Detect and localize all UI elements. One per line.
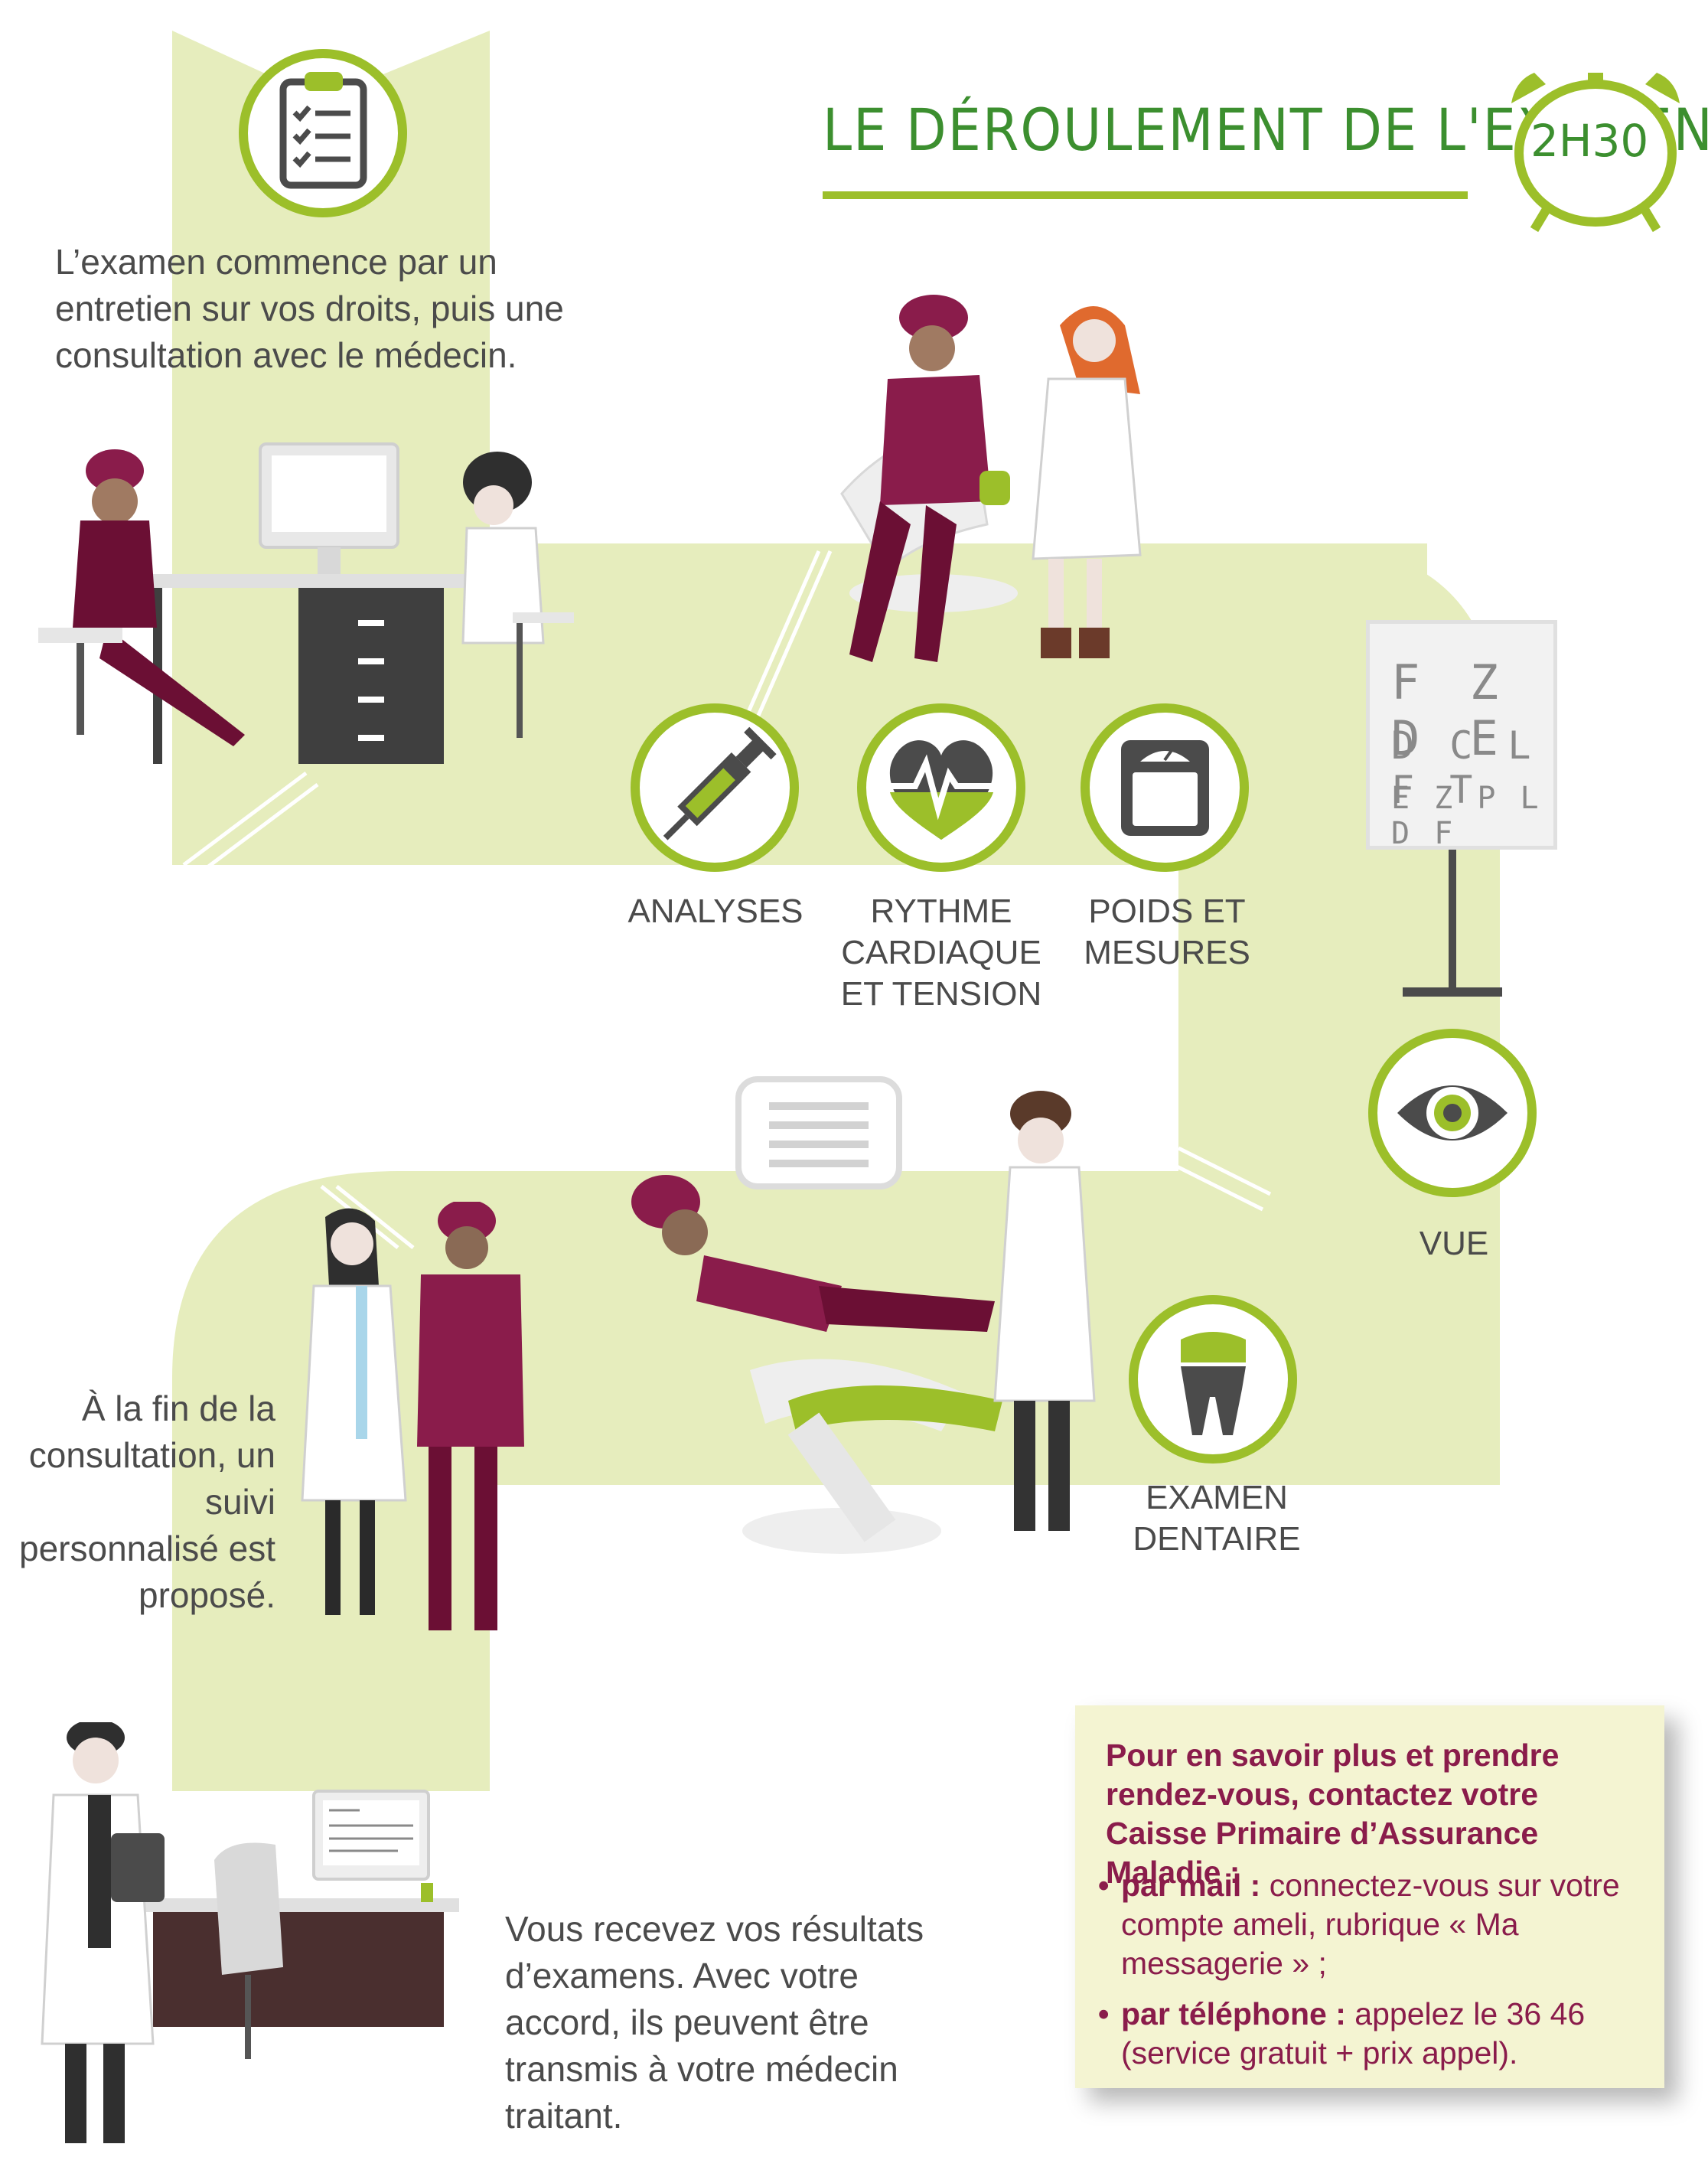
dental-label-line-2: DENTAIRE	[1133, 1520, 1301, 1558]
results-scene-illustration	[41, 1722, 459, 2143]
results-line-5: traitant.	[505, 2096, 623, 2136]
duration-label: 2H30	[1530, 115, 1649, 167]
follow-up-line-4: personnalisé est	[19, 1529, 275, 1568]
alarm-clock-icon	[1511, 73, 1680, 233]
heart-rate-icon	[857, 703, 1025, 872]
eye-chart-stand	[1449, 850, 1456, 995]
tooth-icon	[1129, 1295, 1297, 1464]
eye-icon	[1368, 1029, 1537, 1197]
eye-chart: F Z D E D C L F T E Z P L D F	[1366, 620, 1557, 851]
follow-up-scene-illustration	[301, 1202, 524, 1630]
title-underline	[823, 191, 1468, 199]
follow-up-line-2: consultation, un	[28, 1435, 275, 1475]
follow-up-line-3: suivi	[204, 1482, 275, 1522]
contact-mail-text: connectez-vous sur votre compte ameli, r…	[1121, 1868, 1620, 1981]
vision-label: VUE	[1419, 1225, 1489, 1262]
dental-label-line-1: EXAMEN	[1146, 1479, 1288, 1516]
consultation-scene-illustration	[38, 442, 574, 764]
results-line-2: d’examens. Avec votre	[505, 1956, 859, 1995]
contact-phone-text: appelez le 36 46 (service gratuit + prix…	[1121, 1996, 1586, 2071]
eye-chart-row-1: F Z D E	[1391, 654, 1509, 766]
weight-label-line-2: MESURES	[1084, 934, 1250, 971]
scale-icon	[1081, 703, 1249, 872]
bullet-mark: •	[1098, 1996, 1110, 2031]
results-line-1: Vous recevez vos résultats	[505, 1909, 924, 1949]
intro-text: L’examen commence par un entretien sur v…	[55, 242, 564, 375]
weight-label: POIDS ET MESURES	[1071, 891, 1263, 974]
results-line-3: accord, ils peuvent être	[505, 2002, 869, 2042]
weight-label-line-1: POIDS ET	[1088, 892, 1246, 930]
page-title: LE DÉROULEMENT DE L'EXAMEN	[823, 96, 1708, 164]
bullet-mark: •	[1098, 1868, 1110, 1903]
contact-intro: Pour en savoir plus et prendre rendez-vo…	[1106, 1738, 1560, 1890]
eye-chart-row-2: D C L F T	[1391, 723, 1537, 812]
follow-up-line-1: À la fin de la	[81, 1389, 275, 1428]
analyses-label: ANALYSES	[627, 892, 803, 930]
dental-scene-illustration	[631, 1076, 1096, 1554]
results-text: Vous recevez vos résultats d’examens. Av…	[505, 1906, 995, 2139]
heart-label-line-2: CARDIAQUE	[841, 934, 1041, 971]
contact-info-box: Pour en savoir plus et prendre rendez-vo…	[1075, 1705, 1664, 2088]
syringe-icon	[631, 703, 799, 872]
heart-label-line-3: ET TENSION	[840, 975, 1042, 1013]
clipboard-icon	[239, 49, 407, 217]
contact-phone-label: par téléphone :	[1121, 1996, 1346, 2031]
heart-label-line-1: RYTHME	[870, 892, 1012, 930]
blood-pressure-scene-illustration	[840, 295, 1142, 662]
contact-mail-label: par mail :	[1121, 1868, 1261, 1903]
results-line-4: transmis à votre médecin	[505, 2049, 898, 2089]
eye-chart-row-3: E Z P L D F	[1391, 781, 1542, 851]
follow-up-text: À la fin de la consultation, un suivi pe…	[15, 1385, 275, 1619]
heart-label: RYTHME CARDIAQUE ET TENSION	[834, 891, 1048, 1015]
follow-up-line-5: proposé.	[138, 1575, 275, 1615]
eye-chart-stand-base	[1403, 987, 1502, 997]
dental-label: EXAMEN DENTAIRE	[1102, 1477, 1332, 1560]
